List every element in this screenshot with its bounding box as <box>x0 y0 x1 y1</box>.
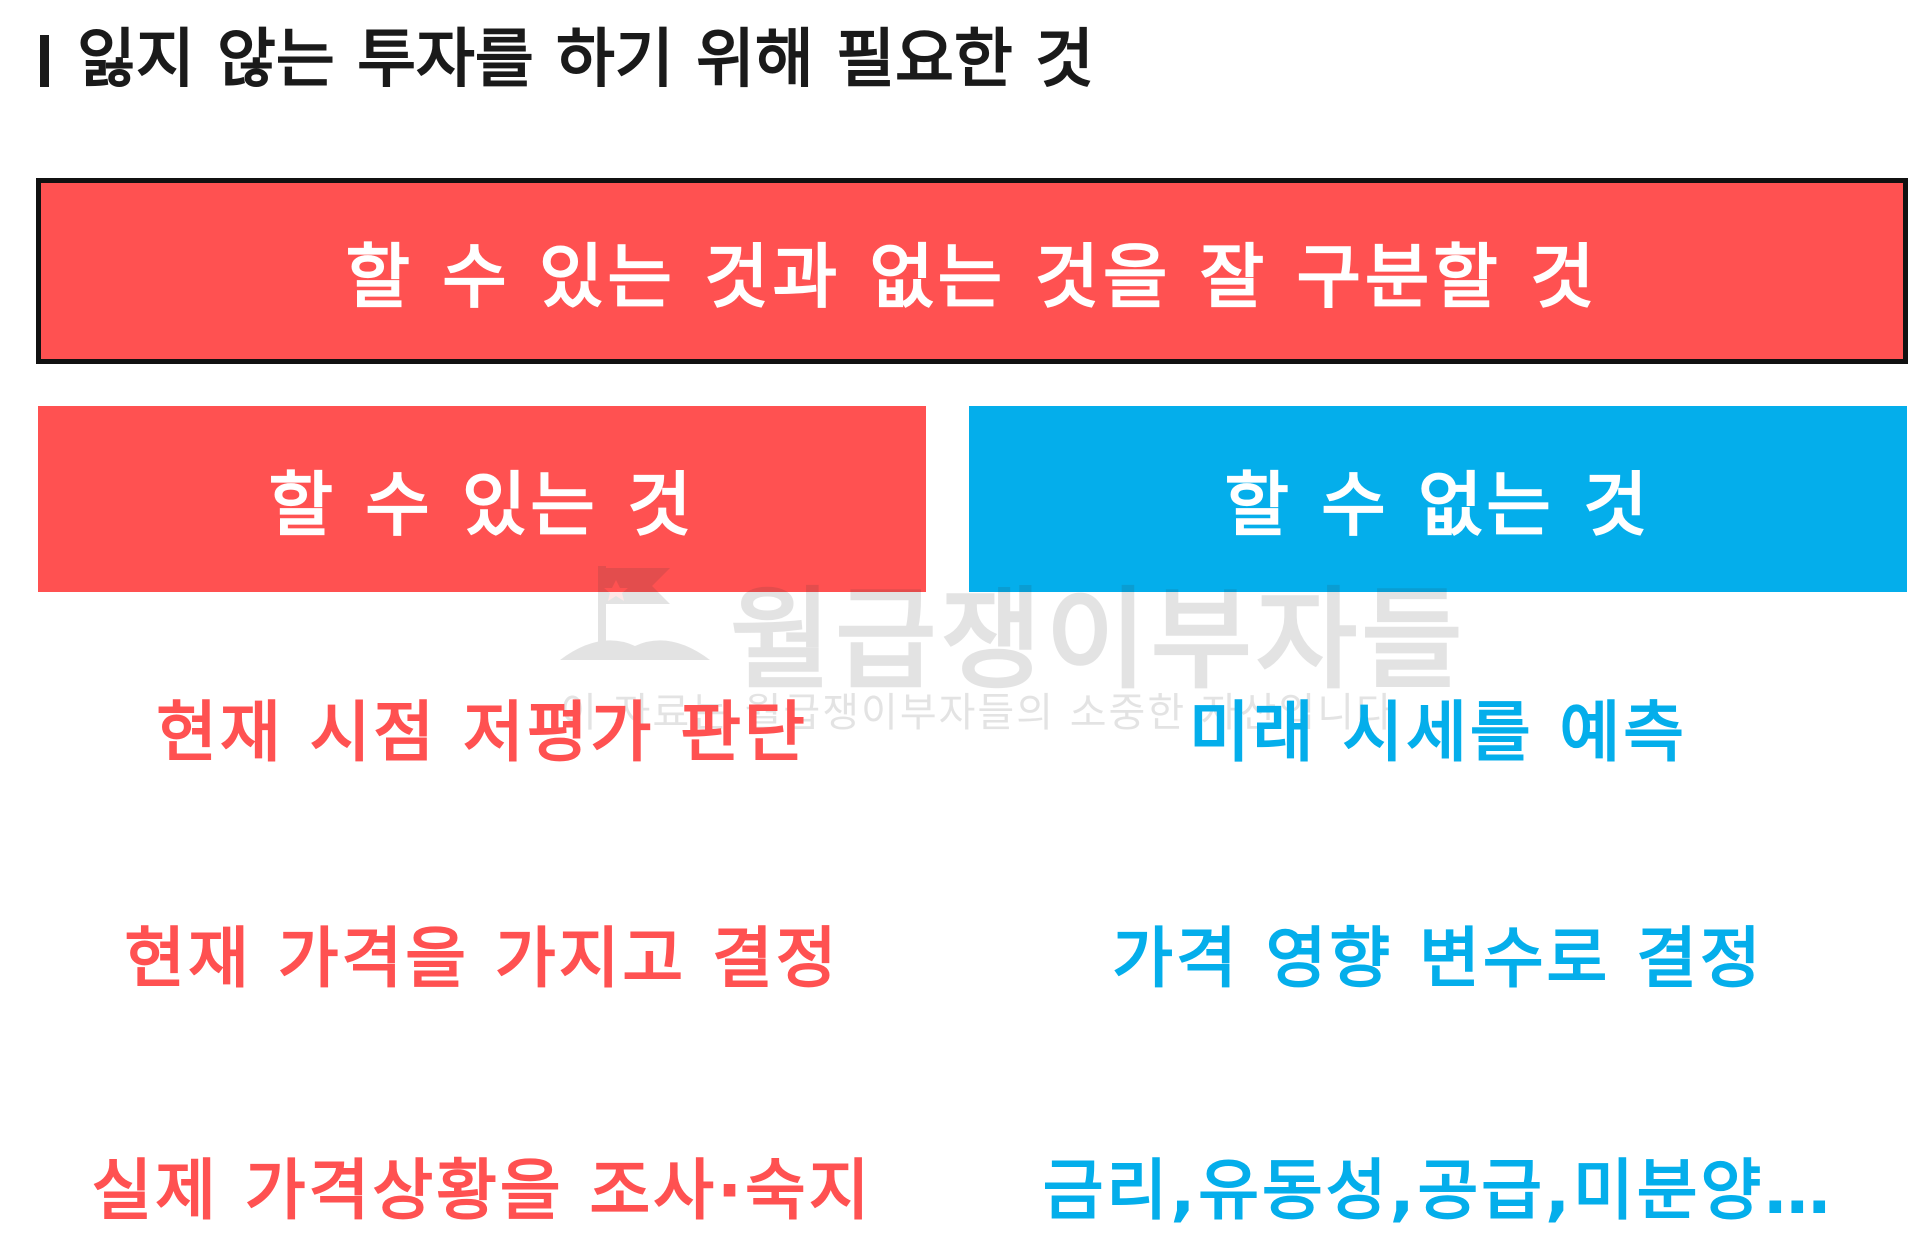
can-do-item: 실제 가격상황을 조사·숙지 <box>91 1152 873 1229</box>
cannot-do-header: 할 수 없는 것 <box>969 406 1907 592</box>
cannot-do-item: 가격 영향 변수로 결정 <box>1112 920 1764 997</box>
main-banner: 할 수 있는 것과 없는 것을 잘 구분할 것 <box>36 178 1908 364</box>
page-title-text: 잃지 않는 투자를 하기 위해 필요한 것 <box>77 23 1094 97</box>
can-do-item: 현재 시점 저평가 판단 <box>156 694 808 771</box>
can-do-header-text: 할 수 있는 것 <box>268 463 696 546</box>
cannot-do-header-text: 할 수 없는 것 <box>1224 463 1652 546</box>
can-do-item: 현재 가격을 가지고 결정 <box>124 920 840 997</box>
can-do-header: 할 수 있는 것 <box>38 406 926 592</box>
title-bar-marker <box>40 35 49 87</box>
page-title: 잃지 않는 투자를 하기 위해 필요한 것 <box>40 22 1094 98</box>
main-banner-text: 할 수 있는 것과 없는 것을 잘 구분할 것 <box>345 235 1599 318</box>
cannot-do-item: 미래 시세를 예측 <box>1189 694 1687 771</box>
cannot-do-item: 금리,유동성,공급,미분양… <box>1042 1152 1834 1229</box>
